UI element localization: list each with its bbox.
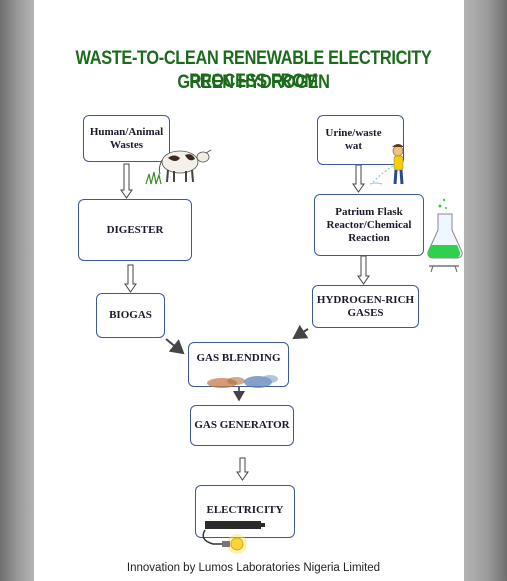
arrow-urine-to-flask <box>352 164 365 193</box>
node-gas-generator: GAS GENERATOR <box>190 405 294 446</box>
node-electricity: ELECTRICITY <box>195 485 295 538</box>
node-label: GAS GENERATOR <box>194 419 290 431</box>
node-label: BIOGAS <box>109 309 152 321</box>
arrow-biogas-to-blending <box>165 338 185 355</box>
node-label: Human/Animal Wastes <box>89 125 164 151</box>
node-human-animal-wastes: Human/Animal Wastes <box>83 115 170 162</box>
footer-credit: Innovation by Lumos Laboratories Nigeria… <box>126 562 381 574</box>
node-digester: DIGESTER <box>78 199 192 261</box>
arrow-wastes-to-digester <box>120 163 133 199</box>
node-label: HYDROGEN-RICH GASES <box>316 293 415 319</box>
node-label: DIGESTER <box>106 223 164 236</box>
node-urine-waste: Urine/waste wat <box>317 115 404 165</box>
node-patrium-flask: Patrium Flask Reactor/Chemical Reaction <box>314 194 424 256</box>
arrow-digester-to-biogas <box>124 264 137 293</box>
arrow-hydrogen-to-blending <box>292 324 309 340</box>
node-label: Urine/waste wat <box>325 127 382 152</box>
node-gas-blending: GAS BLENDING <box>188 342 289 387</box>
node-biogas: BIOGAS <box>96 293 165 338</box>
node-label: ELECTRICITY <box>206 504 284 516</box>
arrow-generator-to-electricity <box>236 457 249 481</box>
title-line-1: WASTE-TO-CLEAN RENEWABLE ELECTRICITY PRO… <box>75 48 432 92</box>
node-label: Patrium Flask Reactor/Chemical Reaction <box>326 205 412 244</box>
title-line-2: GREEN HYDROGEN <box>177 72 330 93</box>
arrow-flask-to-hydrogen <box>357 255 370 285</box>
node-hydrogen-rich-gases: HYDROGEN-RICH GASES <box>312 285 419 328</box>
node-label: GAS BLENDING <box>196 352 281 364</box>
